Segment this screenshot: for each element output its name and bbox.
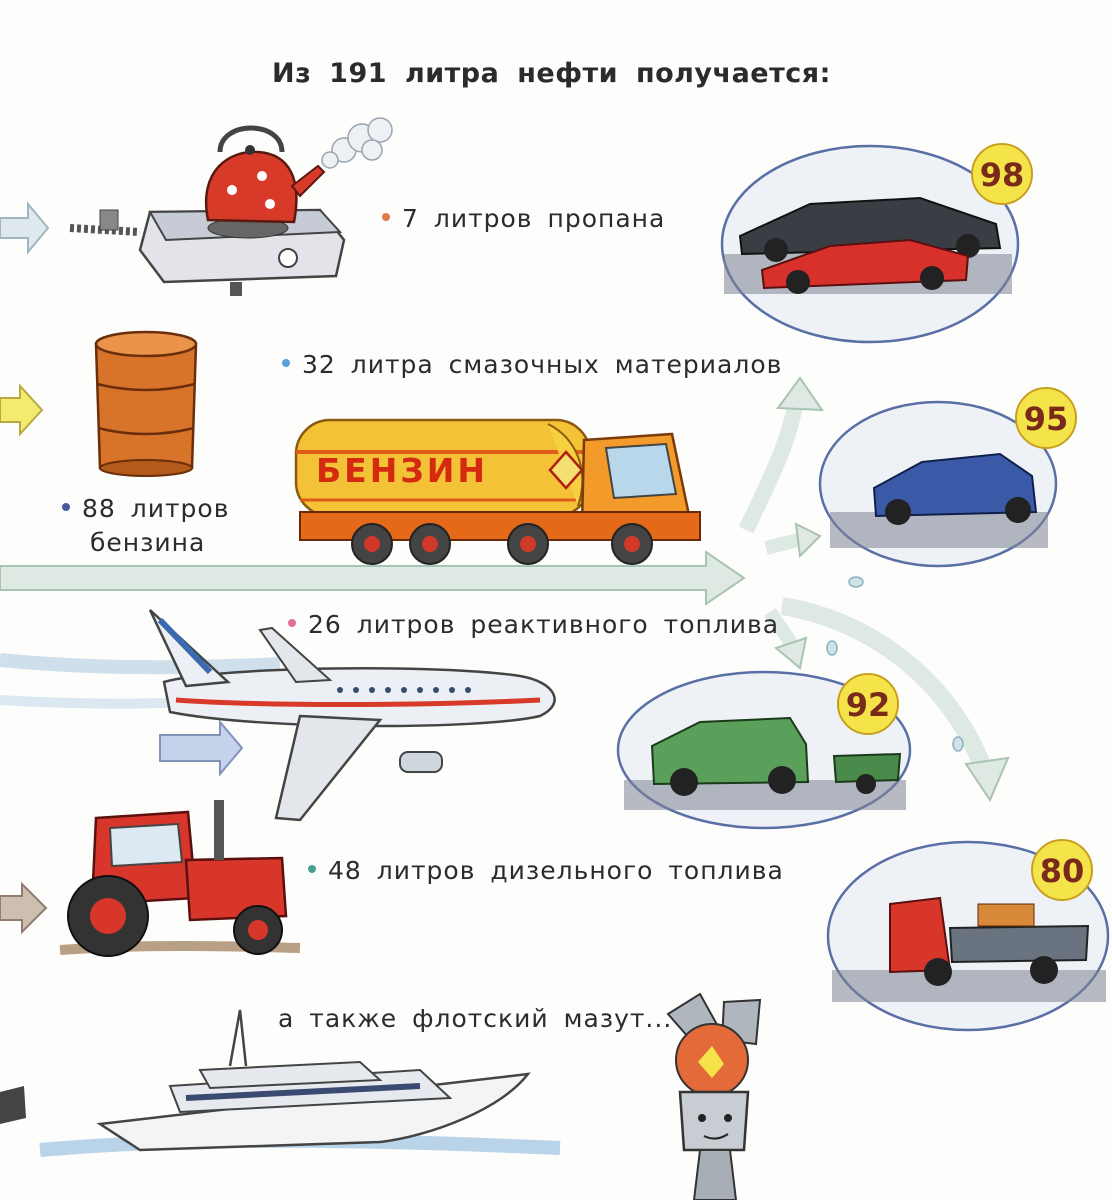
airplane — [0, 609, 556, 822]
page-title: Из 191 литра нефти получается: — [272, 58, 831, 89]
input-arrow-jetfuel — [159, 719, 244, 777]
svg-text:95: 95 — [1024, 400, 1069, 438]
octane-badge-98: 98 — [971, 143, 1033, 205]
bullet-dot — [288, 619, 296, 627]
gasoline-tanker-truck: БЕНЗИН — [294, 418, 701, 565]
svg-text:98: 98 — [980, 156, 1025, 194]
tractor — [59, 800, 301, 957]
label-jet-fuel-text: 26 литров реактивного топлива — [308, 610, 780, 639]
label-propane: 7 литров пропана — [382, 204, 665, 233]
bullet-dot — [308, 865, 316, 873]
label-lubricants-text: 32 литра смазочных материалов — [302, 350, 783, 379]
gasoline-flow-arrow — [0, 550, 746, 606]
engine-piston — [666, 992, 762, 1200]
yacht — [0, 1009, 561, 1157]
input-arrow-diesel — [0, 881, 48, 935]
label-jet-fuel: 26 литров реактивного топлива — [288, 610, 779, 639]
label-gasoline-line2: бензина — [90, 528, 206, 557]
label-lubricants: 32 литра смазочных материалов — [282, 350, 782, 379]
gas-stove-kettle — [69, 117, 393, 296]
label-fuel-oil: а также флотский мазут... — [278, 1004, 673, 1033]
branch-arrows — [738, 376, 1010, 803]
octane-badge-95: 95 — [1015, 387, 1077, 449]
oval-92-car-trailer — [616, 670, 912, 830]
bullet-dot — [62, 503, 70, 511]
label-gasoline-line1: 88 литров — [82, 494, 230, 523]
oval-98-cars — [720, 144, 1020, 344]
label-propane-text: 7 литров пропана — [402, 204, 666, 233]
fuel-drops — [826, 576, 964, 752]
input-arrow-propane — [0, 201, 50, 255]
svg-text:92: 92 — [846, 686, 891, 724]
oval-95-car — [818, 400, 1058, 568]
octane-badge-92: 92 — [837, 673, 899, 735]
oil-barrel — [94, 330, 198, 477]
tanker-label: БЕНЗИН — [316, 451, 488, 490]
label-diesel: 48 литров дизельного топлива — [308, 856, 784, 885]
label-diesel-text: 48 литров дизельного топлива — [328, 856, 784, 885]
bullet-dot — [282, 359, 290, 367]
input-arrow-lubricants — [0, 383, 44, 437]
octane-badge-80: 80 — [1031, 839, 1093, 901]
label-gasoline: 88 литров бензина — [62, 492, 229, 560]
svg-text:80: 80 — [1040, 852, 1085, 890]
bullet-dot — [382, 213, 390, 221]
